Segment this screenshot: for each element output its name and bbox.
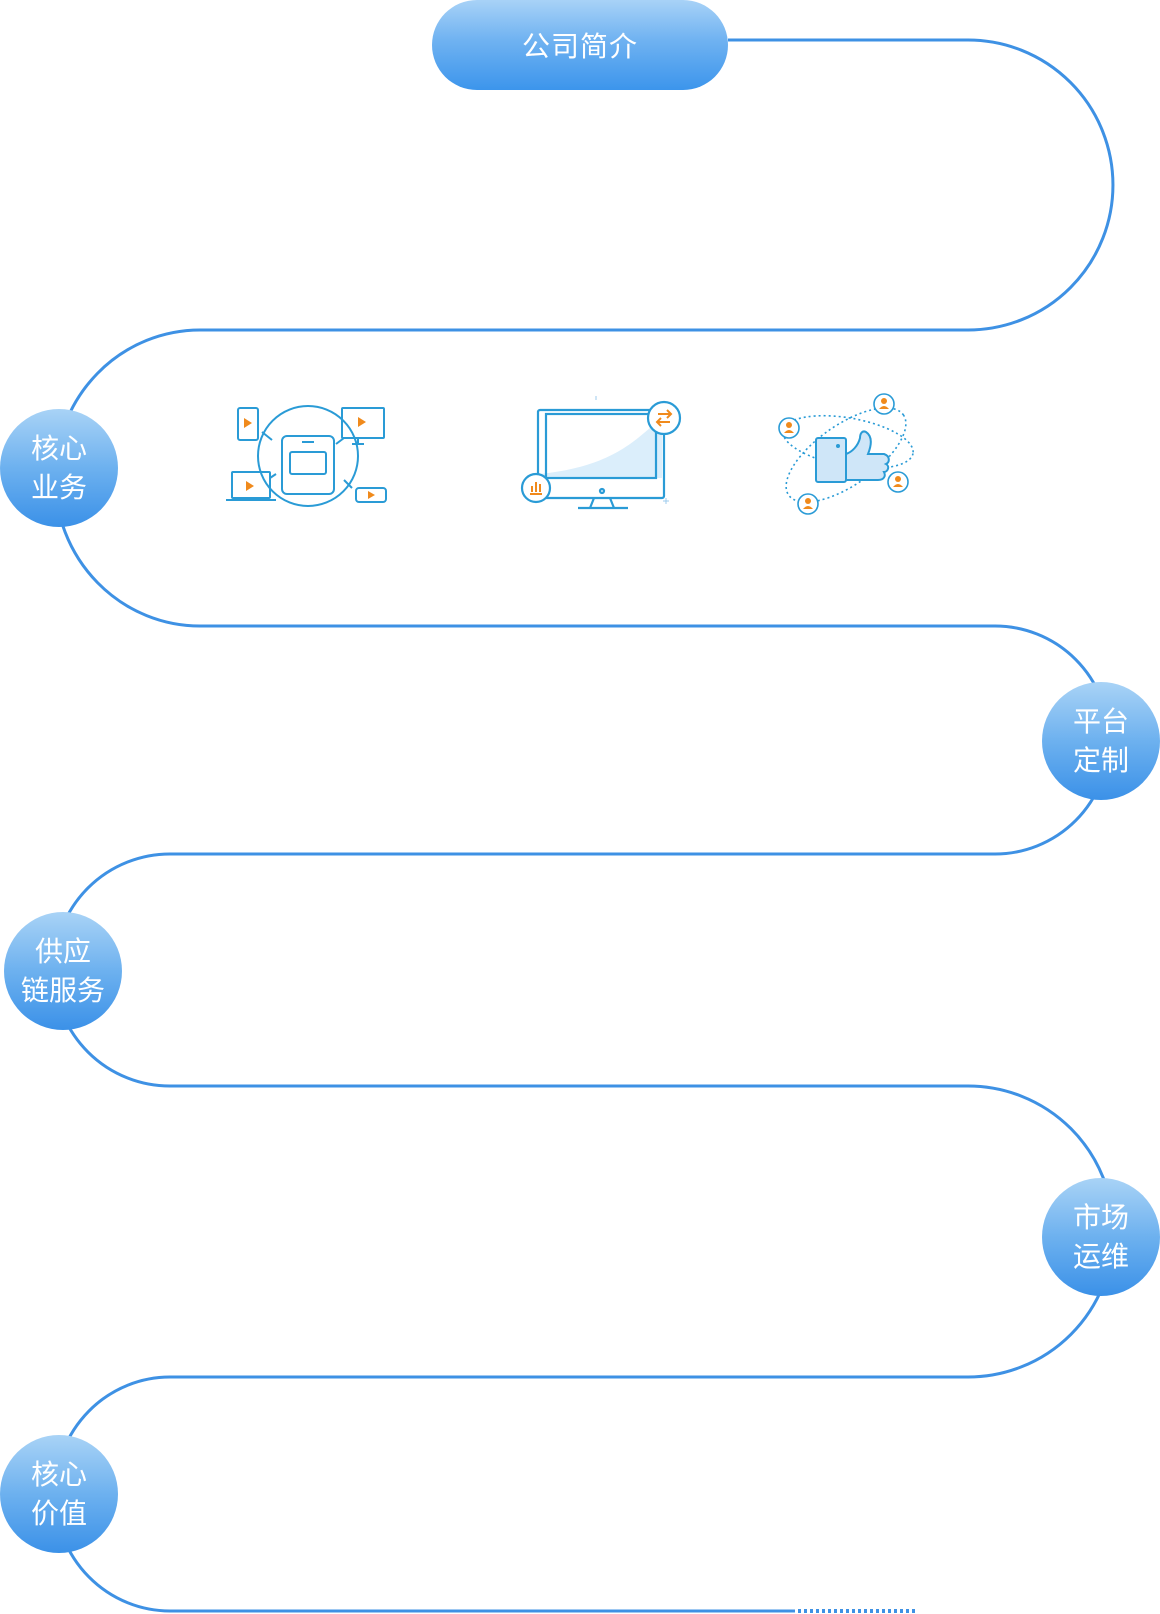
multi-device-icon bbox=[222, 396, 392, 511]
node-label-line2: 业务 bbox=[30, 471, 87, 504]
thumbs-up-users-icon bbox=[776, 392, 926, 517]
node-label-line1: 核心 bbox=[30, 432, 87, 465]
node-market-operations[interactable]: 市场 运维 bbox=[1042, 1178, 1160, 1296]
node-label-line1: 供应 bbox=[34, 935, 91, 968]
route-segment bbox=[170, 624, 1111, 856]
node-platform-customization[interactable]: 平台 定制 bbox=[1042, 682, 1160, 800]
node-label-line2: 价值 bbox=[30, 1497, 87, 1530]
node-label-line2: 链服务 bbox=[20, 974, 105, 1007]
route-segment bbox=[170, 1084, 1115, 1379]
route-segment bbox=[52, 852, 968, 1088]
node-core-value[interactable]: 核心 价值 bbox=[0, 1435, 118, 1553]
route-segment bbox=[53, 1375, 795, 1613]
node-label-line1: 平台 bbox=[1072, 705, 1129, 738]
company-intro-button[interactable]: 公司简介 bbox=[432, 0, 728, 90]
route-segment bbox=[200, 38, 1115, 332]
company-intro-label: 公司简介 bbox=[521, 30, 638, 63]
node-label-line1: 核心 bbox=[30, 1458, 87, 1491]
node-label-line2: 运维 bbox=[1072, 1240, 1129, 1273]
node-label-line2: 定制 bbox=[1072, 744, 1129, 777]
monitor-analytics-icon bbox=[518, 394, 690, 511]
node-supply-chain[interactable]: 供应 链服务 bbox=[4, 912, 122, 1030]
node-label-line1: 市场 bbox=[1072, 1201, 1129, 1234]
node-core-business[interactable]: 核心 业务 bbox=[0, 409, 118, 527]
